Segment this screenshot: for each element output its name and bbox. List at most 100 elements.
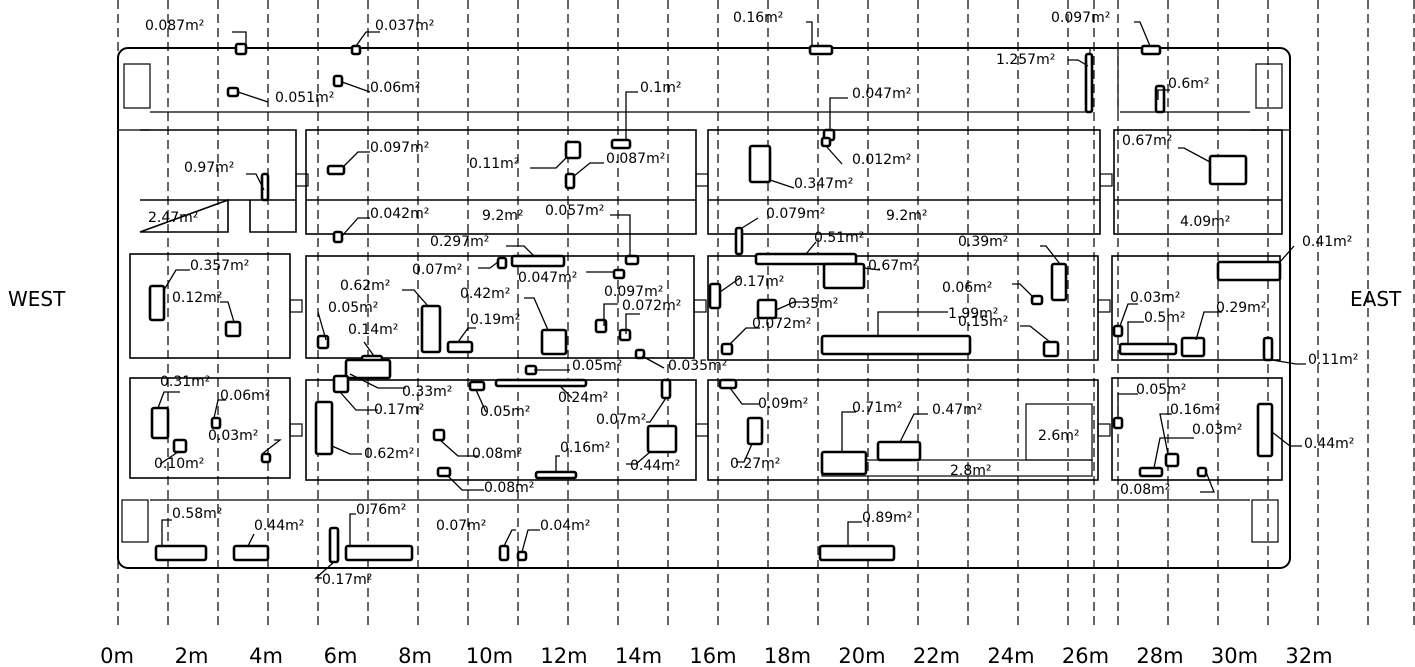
leader-line (363, 341, 375, 357)
spot-area-label: 0.05m² (328, 300, 378, 316)
leader-line (899, 413, 928, 443)
spot-marker (734, 226, 744, 256)
spot-area-label: 0.07m² (436, 518, 486, 534)
leader-line (863, 267, 881, 271)
spot-marker (1164, 452, 1180, 468)
spot-area-label: 0.03m² (1192, 422, 1242, 438)
spot-marker (708, 282, 722, 310)
spot-area-label: 0.087m² (145, 18, 204, 34)
spot-marker (1180, 336, 1206, 358)
leader-line (220, 301, 235, 323)
spot-area-label: 0.03m² (1130, 290, 1180, 306)
axis-tick-label: 12m (540, 644, 587, 667)
leader-line (1279, 245, 1295, 263)
spot-marker (326, 164, 346, 176)
spot-marker (172, 438, 188, 454)
room-area-label: 4.09m² (1180, 214, 1230, 230)
spot-marker (436, 466, 452, 478)
leader-line (1117, 393, 1138, 418)
spot-marker (498, 544, 510, 562)
axis-tick-label: 30m (1211, 644, 1258, 667)
leader-line (475, 389, 487, 413)
leader-line (805, 241, 817, 255)
spot-area-label: 0.33m² (402, 384, 452, 400)
leader-line (261, 439, 282, 455)
spot-area-label: 0.41m² (1302, 234, 1352, 250)
axis-tick-label: 28m (1136, 644, 1183, 667)
room-area-label: 2.47m² (148, 210, 198, 226)
axis-tick-label: 26m (1062, 644, 1109, 667)
leader-line (641, 355, 665, 369)
leader-line (719, 277, 741, 293)
spot-marker (820, 450, 868, 476)
leader-line (1020, 325, 1051, 343)
spot-area-label: 0.62m² (340, 278, 390, 294)
spot-area-label: 0.44m² (630, 458, 680, 474)
leader-line (355, 31, 380, 47)
spot-marker (350, 44, 362, 56)
spot-marker (646, 424, 678, 454)
leader-line (775, 301, 808, 311)
spot-marker (1112, 416, 1124, 430)
spot-marker (876, 440, 922, 462)
spot-area-label: 0.072m² (752, 316, 811, 332)
spot-area-label: 0.07m² (412, 262, 462, 278)
spot-marker (820, 334, 972, 356)
leader-line (610, 214, 631, 256)
spot-area-label: 0.297m² (430, 234, 489, 250)
spot-area-label: 0.1m² (640, 80, 682, 96)
leader-line (163, 269, 190, 291)
leader-line (626, 451, 651, 465)
spot-area-label: 0.097m² (604, 284, 663, 300)
spot-area-label: 0.079m² (766, 206, 825, 222)
leader-line (349, 513, 356, 546)
leader-line (247, 533, 255, 547)
spot-marker (534, 470, 578, 480)
axis-tick-label: 14m (615, 644, 662, 667)
leader-line (478, 261, 499, 269)
leader-line (573, 162, 604, 177)
room-area-label: 2.6m² (1038, 428, 1080, 444)
spot-marker (540, 328, 568, 356)
axis-tick-label: 20m (838, 644, 885, 667)
spot-marker (226, 86, 240, 98)
spot-area-label: 0.12m² (172, 290, 222, 306)
leader-line (314, 561, 335, 579)
room-area-label: 2.8m² (950, 463, 992, 479)
leader-line (213, 399, 226, 419)
spot-area-label: 0.15m² (958, 314, 1008, 330)
leader-line (1068, 59, 1089, 67)
spot-marker (150, 406, 170, 440)
spot-marker (718, 378, 738, 390)
leader-line (339, 391, 378, 411)
spot-marker (432, 428, 446, 442)
spot-area-label: 0.051m² (275, 90, 334, 106)
spot-area-label: 0.5m² (1144, 310, 1186, 326)
leader-line (603, 303, 618, 326)
leader-line (503, 529, 516, 547)
leader-line (559, 385, 573, 399)
spot-area-label: 0.08m² (484, 480, 534, 496)
leader-line (825, 145, 843, 165)
spot-marker (332, 230, 344, 244)
spot-marker (468, 380, 486, 392)
spot-marker (1262, 336, 1274, 362)
spot-marker (1084, 52, 1094, 114)
spot-area-label: 0.05m² (1136, 382, 1186, 398)
leader-line (1012, 283, 1035, 299)
spot-marker (316, 334, 330, 350)
spot-area-label: 0.67m² (868, 258, 918, 274)
spot-marker (332, 74, 344, 88)
spot-marker (510, 254, 566, 268)
spot-area-label: 0.44m² (1304, 436, 1354, 452)
spot-area-label: 0.58m² (172, 506, 222, 522)
spot-area-label: 0.08m² (472, 446, 522, 462)
spot-area-label: 0.14m² (348, 322, 398, 338)
room-area-label: 9.2m² (886, 208, 928, 224)
spot-area-label: 0.67m² (1122, 133, 1172, 149)
leader-line (806, 21, 813, 46)
leader-line (769, 179, 795, 189)
spot-marker (260, 452, 272, 464)
spot-marker (1042, 340, 1060, 358)
